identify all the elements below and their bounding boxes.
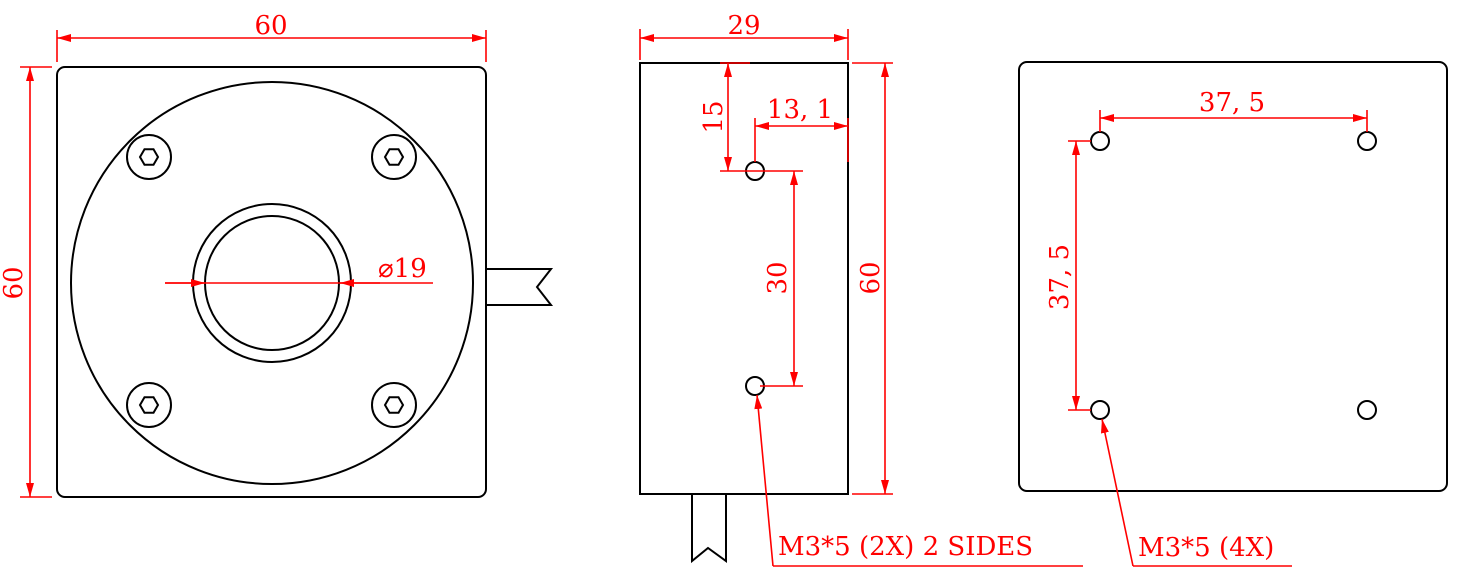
back-hole-top-right bbox=[1357, 131, 1377, 151]
side-height-label: 60 bbox=[856, 261, 886, 294]
side-edge-offset-dimension: 13, 1 bbox=[754, 95, 849, 162]
back-hole-top-left bbox=[1090, 131, 1110, 151]
back-view: 37, 5 37, 5 M3*5 (4X) bbox=[1018, 61, 1448, 567]
flange-bolt-bottom-left bbox=[126, 382, 172, 428]
back-horizontal-spacing-label: 37, 5 bbox=[1199, 88, 1265, 118]
front-width-dimension: 60 bbox=[56, 11, 487, 62]
side-top-offset-label: 15 bbox=[699, 100, 729, 133]
front-body-outline bbox=[56, 66, 487, 498]
side-thread-callout-label: M3*5 (2X) 2 SIDES bbox=[778, 532, 1033, 562]
front-height-dimension: 60 bbox=[0, 66, 52, 498]
side-hole-spacing-dimension: 30 bbox=[760, 171, 803, 387]
bore-diameter-dimension: ⌀19 bbox=[165, 254, 433, 287]
flange-bolt-top-left bbox=[126, 134, 172, 180]
bore-diameter-label: ⌀19 bbox=[378, 254, 427, 284]
mounting-flange-circle bbox=[70, 81, 474, 485]
front-height-label: 60 bbox=[0, 266, 29, 299]
side-view: 29 15 13, 1 30 60 bbox=[639, 11, 1083, 567]
front-width-label: 60 bbox=[254, 11, 287, 41]
side-width-dimension: 29 bbox=[639, 11, 849, 60]
side-body-outline bbox=[639, 62, 849, 495]
front-view: 60 60 ⌀19 bbox=[0, 11, 554, 498]
back-thread-callout-label: M3*5 (4X) bbox=[1138, 533, 1274, 563]
flange-bolt-bottom-right bbox=[371, 382, 417, 428]
cable-stub-front bbox=[486, 268, 554, 306]
back-hole-bottom-right bbox=[1357, 400, 1377, 420]
side-height-dimension: 60 bbox=[852, 62, 893, 495]
back-horizontal-spacing-dimension: 37, 5 bbox=[1099, 88, 1368, 132]
flange-bolt-top-right bbox=[371, 134, 417, 180]
back-vertical-spacing-label: 37, 5 bbox=[1045, 244, 1075, 310]
back-body-outline bbox=[1018, 61, 1448, 492]
side-hole-spacing-label: 30 bbox=[763, 261, 793, 294]
back-thread-callout: M3*5 (4X) bbox=[1100, 418, 1292, 567]
side-edge-offset-label: 13, 1 bbox=[767, 95, 833, 125]
side-thread-callout: M3*5 (2X) 2 SIDES bbox=[754, 394, 1083, 567]
cable-stub-side bbox=[691, 494, 727, 564]
back-hole-bottom-left bbox=[1090, 400, 1110, 420]
back-vertical-spacing-dimension: 37, 5 bbox=[1045, 140, 1091, 411]
side-width-label: 29 bbox=[727, 11, 760, 41]
side-top-offset-dimension: 15 bbox=[699, 62, 803, 172]
